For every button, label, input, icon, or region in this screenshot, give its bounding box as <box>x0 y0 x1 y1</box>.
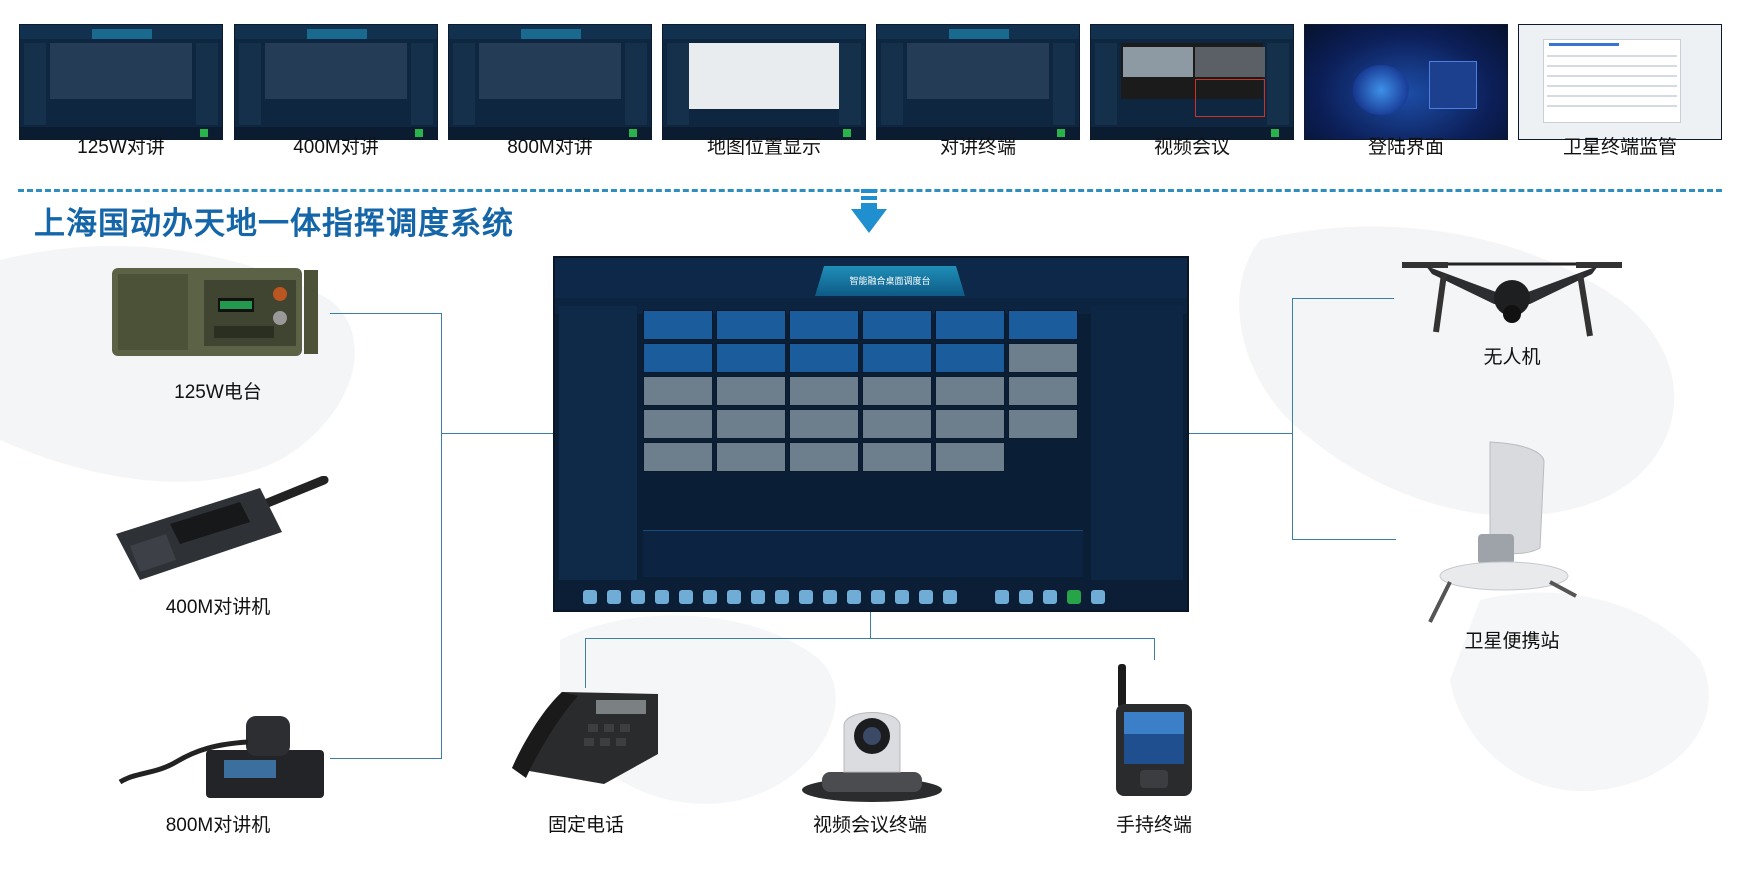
vehicle-radio-icon <box>118 716 324 798</box>
thumbnail-label: 400M对讲 <box>293 137 379 158</box>
conference-camera-icon <box>802 712 942 802</box>
drone-icon <box>1402 262 1622 337</box>
thumbnail-label: 卫星终端监管 <box>1562 137 1677 158</box>
thumbnail-label: 视频会议 <box>1153 137 1230 158</box>
thumbnail-satellite-monitor[interactable] <box>1518 24 1722 140</box>
thumbnail-label: 登陆界面 <box>1367 137 1444 158</box>
device-label: 400M对讲机 <box>165 597 271 618</box>
thumbnail-125w-intercom[interactable] <box>19 24 223 140</box>
thumbnail-400m-intercom[interactable] <box>234 24 438 140</box>
device-label: 125W电台 <box>174 382 262 403</box>
device-label: 无人机 <box>1483 347 1541 368</box>
arrow-down-icon <box>851 189 887 233</box>
console-user-grid <box>643 310 1083 510</box>
console-tree-panel <box>559 306 637 580</box>
thumbnail-label: 地图位置显示 <box>706 137 821 158</box>
device-label: 固定电话 <box>547 815 624 836</box>
smartphone-icon <box>1116 664 1192 796</box>
thumbnail-video-conference[interactable] <box>1090 24 1294 140</box>
thumbnail-label: 对讲终端 <box>939 137 1016 158</box>
device-label: 手持终端 <box>1115 815 1192 836</box>
thumbnail-login[interactable] <box>1304 24 1508 140</box>
dispatch-console-screen[interactable]: 智能融合桌面调度台 <box>553 256 1189 612</box>
thumbnail-label: 800M对讲 <box>507 137 593 158</box>
thumbnail-label: 125W对讲 <box>77 137 165 158</box>
thumbnail-intercom-terminal[interactable] <box>876 24 1080 140</box>
device-label: 视频会议终端 <box>812 815 927 836</box>
device-label: 800M对讲机 <box>165 815 271 836</box>
console-title: 智能融合桌面调度台 <box>815 266 965 296</box>
handheld-radio-icon <box>116 476 329 580</box>
satellite-dish-icon <box>1428 441 1577 623</box>
console-side-panel <box>1091 306 1183 580</box>
thumbnail-map-location[interactable] <box>662 24 866 140</box>
console-toolbar <box>555 582 1187 610</box>
console-session-list <box>643 530 1083 577</box>
system-title: 上海国动办天地一体指挥调度系统 <box>34 206 514 241</box>
device-label: 卫星便携站 <box>1464 631 1560 652</box>
thumbnail-800m-intercom[interactable] <box>448 24 652 140</box>
radio-station-icon <box>112 268 318 356</box>
desk-phone-icon <box>512 692 658 784</box>
